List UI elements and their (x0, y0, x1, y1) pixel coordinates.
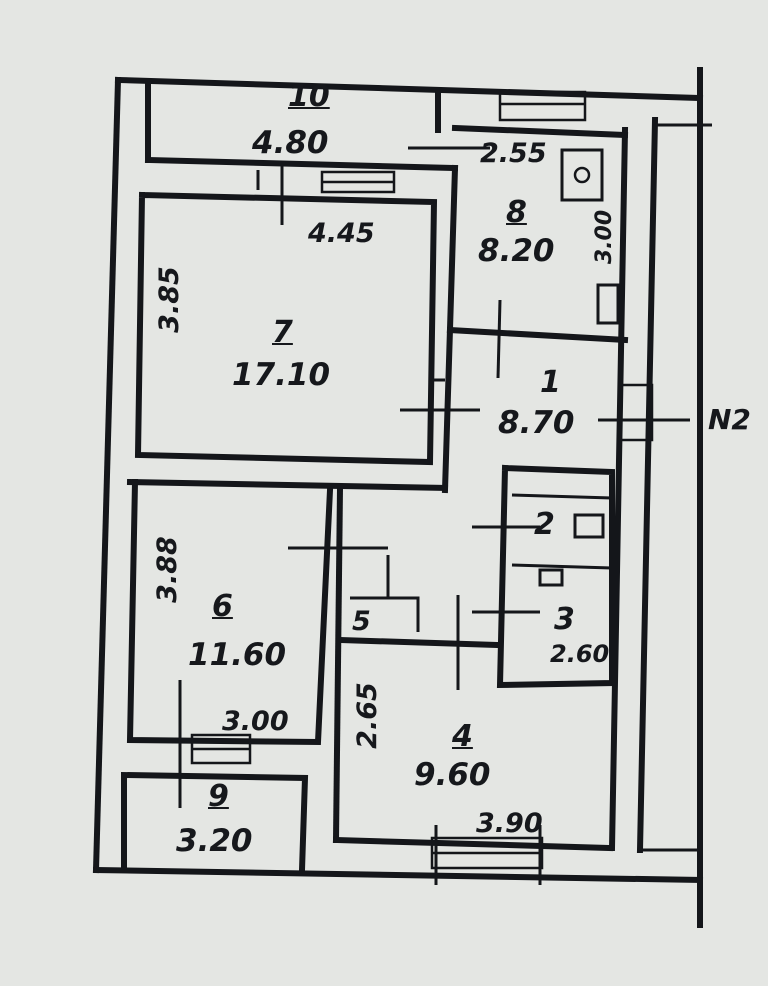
room-area-4: 9.60 (414, 757, 491, 793)
room-number-10: 10 (288, 79, 330, 114)
entrance-door (618, 383, 654, 442)
room-7 (134, 164, 480, 494)
room-8 (446, 90, 629, 379)
room-area-7: 17.10 (232, 357, 331, 393)
room-number-6: 6 (212, 589, 233, 624)
toilet-icon (573, 513, 605, 539)
stove-icon (560, 148, 604, 202)
room-number-1: 1 (540, 365, 561, 400)
sink-icon (596, 283, 620, 325)
entrance-label: N2 (708, 403, 751, 436)
room-number-4: 4 (452, 719, 473, 754)
room-area-1: 8.70 (498, 405, 575, 441)
room-area-3: 2.60 (550, 640, 610, 668)
room-4 (332, 825, 614, 885)
room-number-5: 5 (352, 606, 371, 637)
outer-walls (92, 67, 712, 928)
room-number-2: 2 (534, 507, 555, 542)
room-number-8: 8 (506, 195, 527, 230)
dimension-room6-width: 3.00 (222, 706, 289, 737)
room-area-8: 8.20 (478, 233, 555, 269)
dimension-room8-depth: 3.00 (592, 209, 618, 265)
room-area-10: 4.80 (252, 125, 329, 161)
room-2-room-3 (472, 464, 615, 689)
dimension-room4-width: 3.90 (476, 808, 543, 839)
dimension-room7-width: 4.45 (308, 218, 375, 249)
dimension-room8-width: 2.55 (480, 138, 547, 169)
room-area-6: 11.60 (188, 637, 287, 673)
balcony-room-10 (144, 82, 490, 225)
room-area-9: 3.20 (176, 823, 253, 859)
washbasin-icon (538, 568, 564, 587)
dimension-room7-depth: 3.85 (153, 266, 185, 333)
kitchen-window (498, 90, 587, 122)
closet-room-5 (336, 555, 502, 690)
room-number-9: 9 (208, 779, 229, 814)
dimension-room6-depth: 3.88 (151, 536, 183, 603)
room-6 (126, 478, 388, 844)
corridor-room-1 (126, 383, 690, 492)
room-number-7: 7 (272, 315, 293, 350)
dimension-room4-depth: 2.65 (351, 682, 383, 749)
room-number-3: 3 (554, 602, 575, 637)
room-9 (121, 771, 309, 874)
